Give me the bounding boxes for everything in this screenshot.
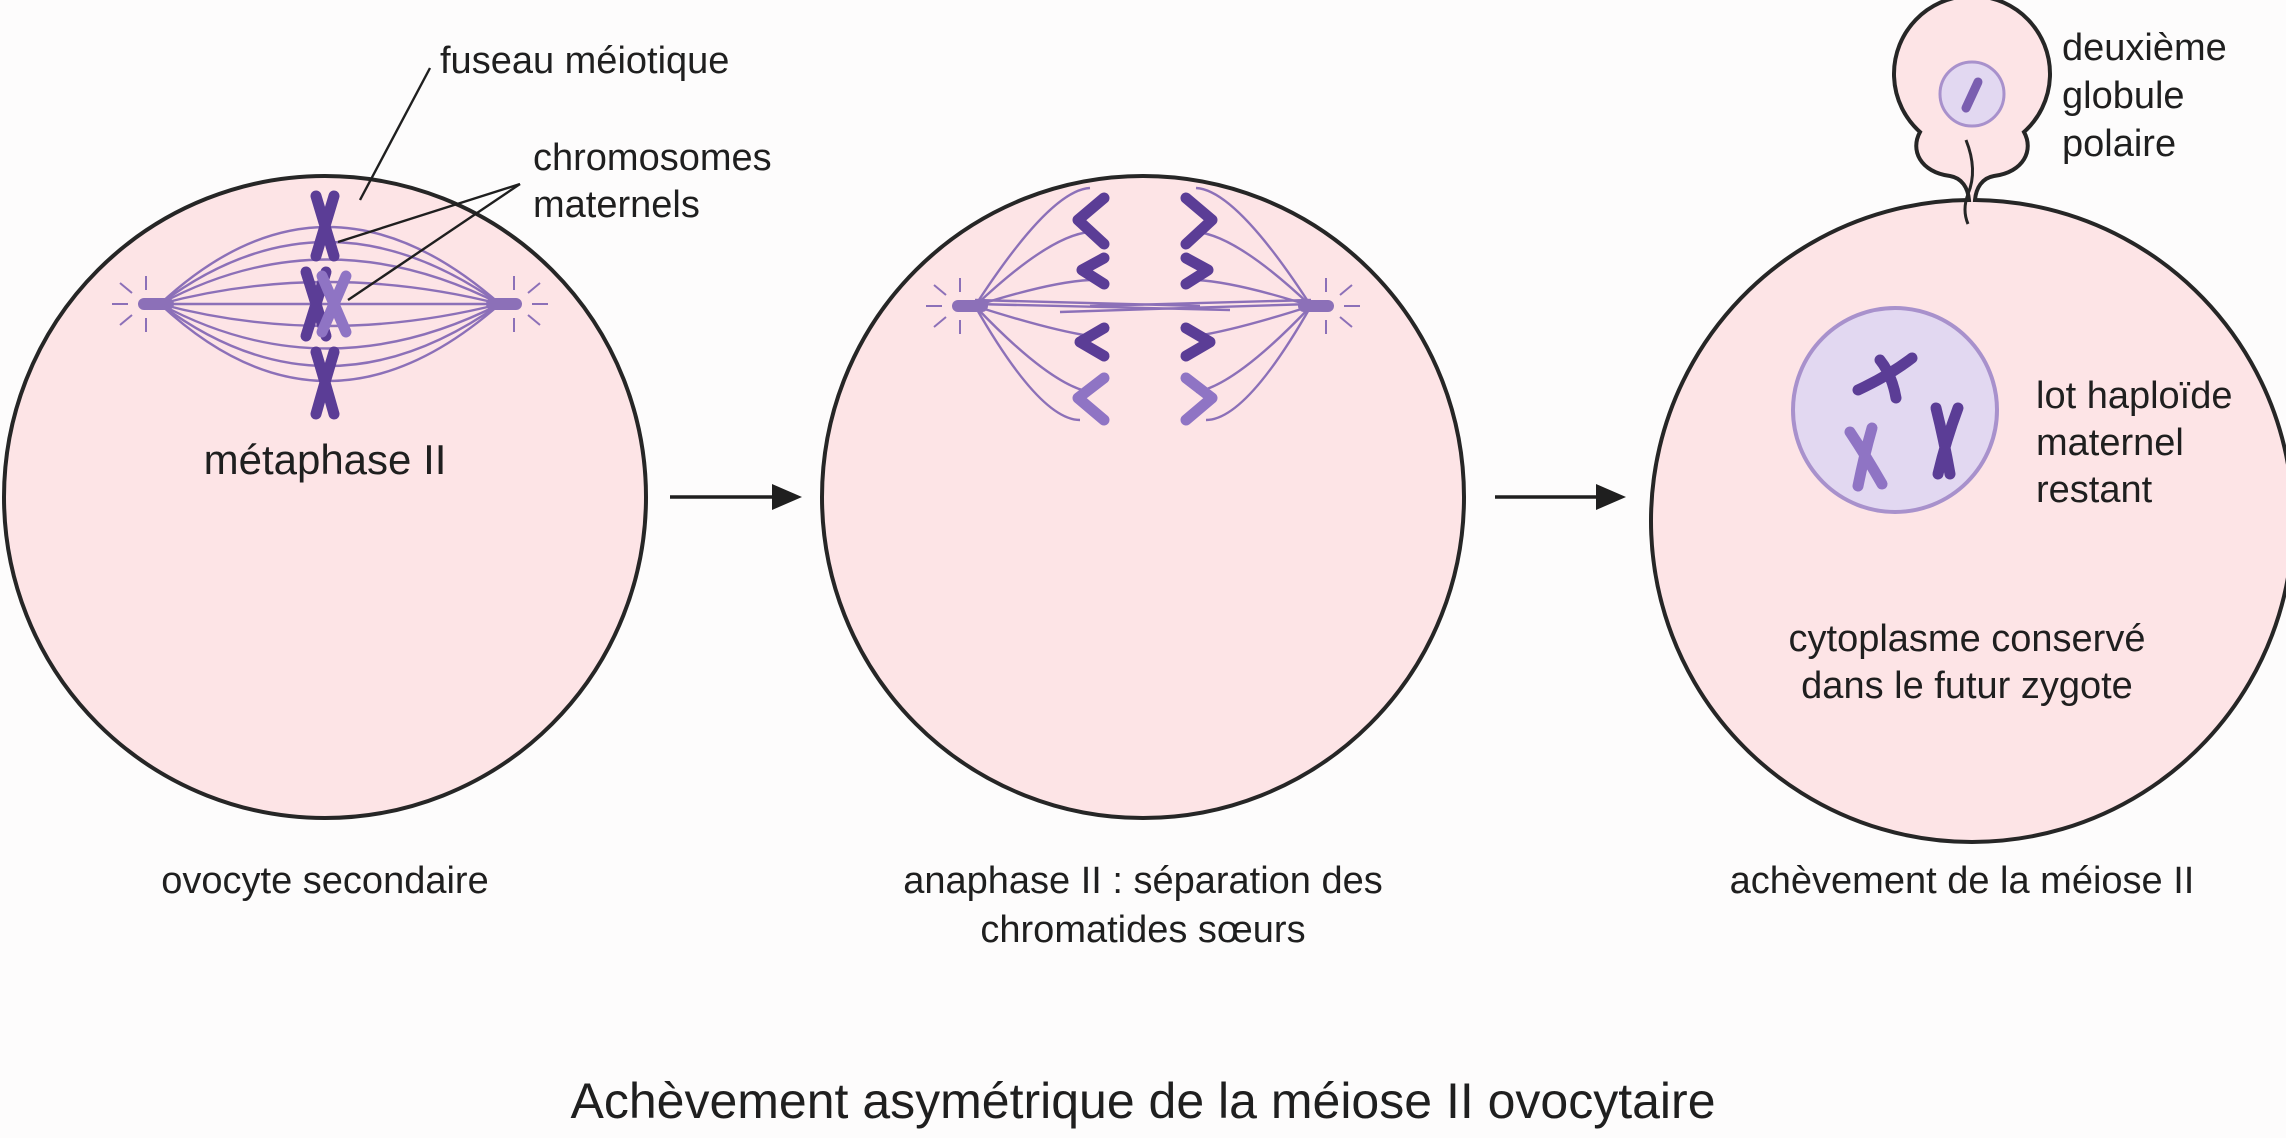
haploid-chromosomes bbox=[1844, 352, 1964, 492]
chromosome-leader-line-2 bbox=[347, 183, 521, 301]
polar-body-nucleus bbox=[1938, 60, 2006, 128]
polar-body-label-line-3: polaire bbox=[2062, 123, 2176, 165]
spindle-leader-line bbox=[358, 67, 432, 201]
panel-completion: deuxième globule polaire lot haploïde ma… bbox=[1649, 0, 2286, 902]
panel-2-caption-line-1: anaphase II : séparation des bbox=[903, 860, 1383, 902]
chromosome-leader-line-1 bbox=[337, 182, 521, 244]
chromosomes-annotation-line-2: maternels bbox=[533, 184, 700, 226]
spindle-pole-right bbox=[486, 276, 548, 332]
metaphase-label: métaphase II bbox=[204, 436, 447, 483]
panel-3-caption: achèvement de la méiose II bbox=[1730, 860, 2195, 902]
spindle-pole-left bbox=[926, 278, 988, 334]
sister-chromatids-left bbox=[1072, 192, 1110, 426]
sister-chromatids-right bbox=[1180, 192, 1218, 426]
polar-body-label-line-1: deuxième bbox=[2062, 27, 2227, 69]
figure-title: Achèvement asymétrique de la méiose II o… bbox=[571, 1073, 1716, 1129]
cleavage-furrow bbox=[1963, 139, 1974, 225]
spindle-pole-left bbox=[112, 276, 174, 332]
spindle-pole-right bbox=[1298, 278, 1360, 334]
nucleus-label-line-2: maternel bbox=[2036, 422, 2184, 464]
arrow-2 bbox=[1495, 484, 1626, 510]
panel-2-caption-line-2: chromatides sœurs bbox=[980, 909, 1305, 951]
arrow-1 bbox=[670, 484, 802, 510]
anaphase-spindle bbox=[973, 186, 1313, 422]
spindle-annotation: fuseau méiotique bbox=[440, 40, 729, 82]
nucleus-label-line-3: restant bbox=[2036, 469, 2153, 511]
nucleus-label-line-1: lot haploïde bbox=[2036, 375, 2233, 417]
panel-metaphase: métaphase II fuseau méiotique chromosome… bbox=[2, 40, 772, 902]
panel-anaphase: anaphase II : séparation des chromatides… bbox=[820, 174, 1466, 951]
maternal-chromosomes bbox=[300, 190, 352, 420]
polar-body-label-line-2: globule bbox=[2062, 75, 2185, 117]
chromosomes-annotation-line-1: chromosomes bbox=[533, 137, 772, 179]
cytoplasm-label-line-2: dans le futur zygote bbox=[1801, 665, 2133, 707]
panel-1-caption: ovocyte secondaire bbox=[161, 860, 488, 902]
anaphase-cell bbox=[820, 174, 1466, 820]
cytoplasm-label-line-1: cytoplasme conservé bbox=[1789, 618, 2146, 660]
secondary-oocyte-cell bbox=[2, 174, 648, 820]
haploid-nucleus bbox=[1791, 306, 1999, 514]
